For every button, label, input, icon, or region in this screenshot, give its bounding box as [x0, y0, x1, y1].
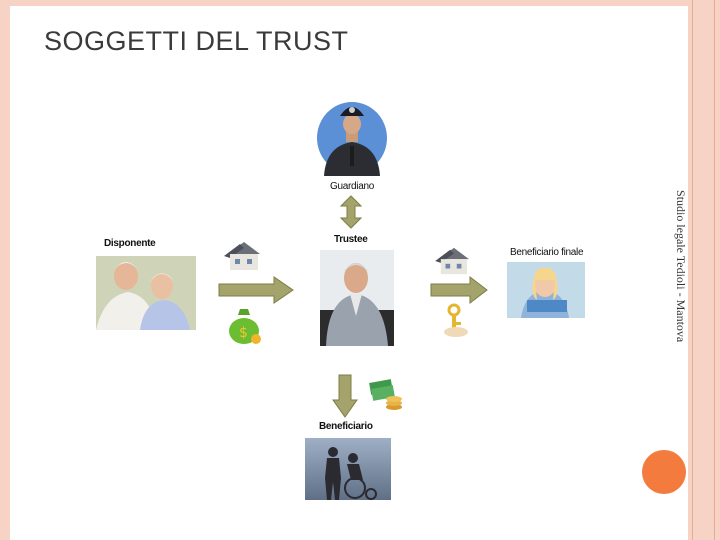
house-icon — [222, 240, 264, 272]
final-beneficiary-image — [507, 262, 585, 318]
frame-divider-line — [692, 0, 693, 540]
slide-title: SOGGETTI DEL TRUST — [44, 26, 349, 56]
trustee-label: Trustee — [334, 234, 368, 245]
house-icon — [433, 246, 473, 276]
trustee-image — [320, 250, 394, 346]
frame-top-border — [0, 0, 720, 6]
money-bag-icon: $ — [226, 305, 262, 345]
beneficiary-image — [305, 438, 391, 500]
settlor-image — [96, 256, 196, 330]
guardian-image — [316, 100, 388, 176]
frame-left-border — [0, 0, 10, 540]
arrow-trustee-to-final-beneficiary — [430, 275, 488, 309]
settlor-label: Disponente — [104, 238, 156, 249]
guardian-label: Guardiano — [330, 181, 374, 192]
frame-divider-line — [714, 0, 715, 540]
cash-coins-icon — [368, 377, 404, 411]
decorative-circle — [642, 450, 686, 494]
double-arrow-guardian-trustee — [339, 195, 363, 234]
gold-key-icon — [442, 302, 470, 338]
side-note: Studio legale Tedioli - Mantova — [674, 190, 688, 343]
arrow-trustee-to-beneficiary — [332, 374, 358, 423]
svg-text:$: $ — [239, 325, 248, 341]
beneficiary-label: Beneficiario — [319, 421, 373, 432]
final-beneficiary-label: Beneficiario finale — [510, 247, 584, 258]
arrow-settlor-to-trustee — [218, 276, 294, 309]
